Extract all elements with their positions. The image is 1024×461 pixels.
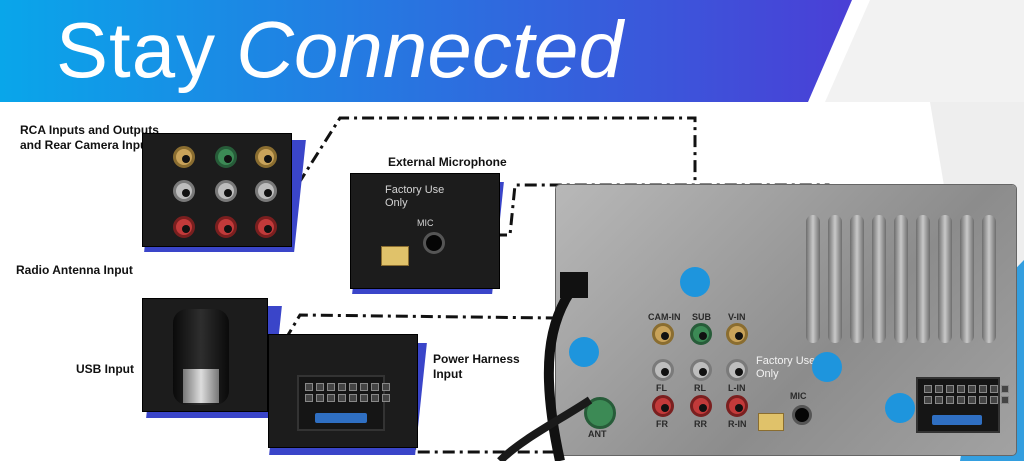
- page-title: Stay Connected: [56, 4, 623, 96]
- fl-text: FL: [656, 383, 667, 393]
- mic-label: External Microphone: [388, 155, 507, 169]
- power-photo: [268, 334, 418, 448]
- unit-power-connector: [916, 377, 1009, 433]
- unit-mic-text: MIC: [790, 391, 807, 401]
- factory-use-text: Factory Use Only: [385, 184, 445, 209]
- rca-jack-silver: [255, 180, 277, 202]
- fr-text: FR: [656, 419, 668, 429]
- rca-jack-gold: [173, 146, 195, 168]
- unit-fl-jack: [652, 359, 674, 381]
- usb-plug: [183, 369, 219, 403]
- heatsink-fin: [916, 215, 930, 343]
- unit-cam-in-jack: [652, 323, 674, 345]
- unit-antenna-jack: [584, 397, 616, 429]
- heatsink-fin: [828, 215, 842, 343]
- header-banner: Stay Connected: [0, 0, 1024, 102]
- rca-location-dot: [680, 267, 710, 297]
- mic-text: MIC: [417, 218, 434, 228]
- unit-mic-jack: [792, 405, 812, 425]
- rca-jack-red: [255, 216, 277, 238]
- unit-sub-jack: [690, 323, 712, 345]
- antenna-label: Radio Antenna Input: [16, 263, 133, 277]
- rca-jack-green: [215, 146, 237, 168]
- mic-jack: [423, 232, 445, 254]
- rca-jack-silver: [215, 180, 237, 202]
- unit-l-in-jack: [726, 359, 748, 381]
- sub-text: SUB: [692, 312, 712, 322]
- unit-power-pins: [924, 385, 1009, 404]
- rl-text: RL: [694, 383, 706, 393]
- harness-pins: [305, 383, 390, 402]
- rca-label: RCA Inputs and Outputs and Rear Camera I…: [20, 123, 159, 152]
- title-word-stay: Stay: [56, 6, 217, 94]
- unit-rl-jack: [690, 359, 712, 381]
- l-in-text: L-IN: [728, 383, 746, 393]
- unit-v-in-jack: [726, 323, 748, 345]
- unit-factory-connector: [758, 413, 784, 431]
- power-location-dot: [885, 393, 915, 423]
- heatsink-fin: [806, 215, 820, 343]
- heatsink-fin: [938, 215, 952, 343]
- power-label: Power Harness Input: [433, 352, 520, 381]
- mic-location-dot: [812, 352, 842, 382]
- cam-in-text: CAM-IN: [648, 312, 681, 322]
- ant-text: ANT: [588, 429, 607, 439]
- heatsink-fin: [850, 215, 864, 343]
- harness-fuse: [315, 413, 367, 423]
- mic-photo: Factory Use Only MIC: [350, 173, 500, 289]
- r-in-text: R-IN: [728, 419, 747, 429]
- heatsink-fin: [872, 215, 886, 343]
- v-in-text: V-IN: [728, 312, 746, 322]
- rca-jack-red: [173, 216, 195, 238]
- rca-jack-silver: [173, 180, 195, 202]
- unit-rr-jack: [690, 395, 712, 417]
- rca-jack-red: [215, 216, 237, 238]
- title-word-connected: Connected: [236, 5, 624, 94]
- usb-photo: [142, 298, 268, 412]
- unit-fr-jack: [652, 395, 674, 417]
- rca-photo: [142, 133, 292, 247]
- rca-jack-gold: [255, 146, 277, 168]
- heatsink-fin: [960, 215, 974, 343]
- rr-text: RR: [694, 419, 707, 429]
- unit-power-fuse: [932, 415, 982, 425]
- heatsink-fin: [894, 215, 908, 343]
- banner-background: [0, 0, 1024, 102]
- factory-connector: [381, 246, 409, 266]
- usb-location-dot: [569, 337, 599, 367]
- heatsink-fin: [982, 215, 996, 343]
- harness-connector: [297, 375, 390, 431]
- unit-r-in-jack: [726, 395, 748, 417]
- unit-factory-use-text: Factory Use Only: [756, 355, 816, 380]
- usb-label: USB Input: [76, 362, 134, 376]
- head-unit-back-panel: CAM-IN SUB V-IN FL RL L-IN FR RR R-IN Fa…: [556, 185, 1016, 455]
